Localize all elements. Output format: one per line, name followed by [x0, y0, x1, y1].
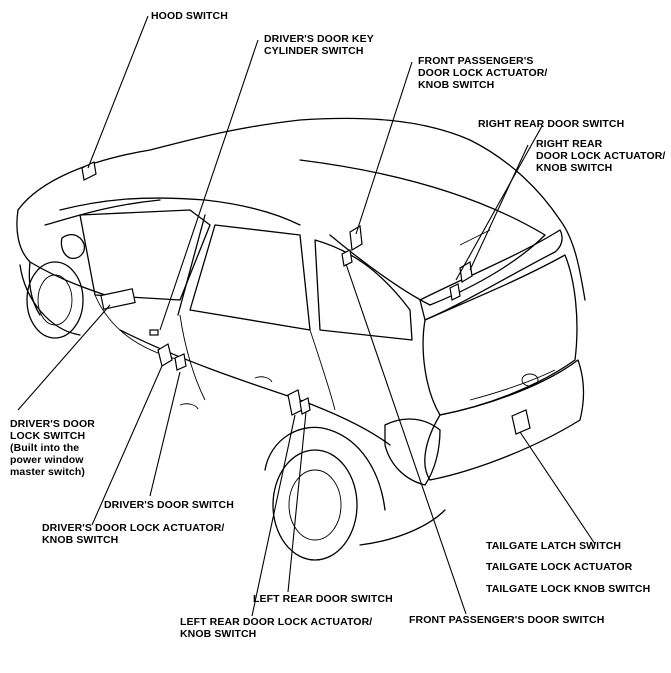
label-front-passengers-door-lock-actuator: FRONT PASSENGER'S DOOR LOCK ACTUATOR/ KN…	[418, 55, 548, 91]
leader-left-rear-switch	[287, 411, 307, 593]
label-front-passengers-door-switch: FRONT PASSENGER'S DOOR SWITCH	[409, 614, 605, 626]
leader-front-pass-actuator	[355, 61, 413, 235]
leader-driver-actuator	[91, 365, 163, 526]
label-drivers-door-switch: DRIVER'S DOOR SWITCH	[104, 499, 234, 511]
leader-lines	[17, 15, 596, 617]
label-right-rear-door-lock-actuator: RIGHT REAR DOOR LOCK ACTUATOR/ KNOB SWIT…	[536, 138, 666, 174]
component-markers	[81, 161, 531, 435]
label-right-rear-door-switch: RIGHT REAR DOOR SWITCH	[478, 118, 625, 130]
leader-driver-lock-switch	[17, 304, 111, 411]
leader-front-pass-switch	[345, 263, 467, 615]
label-drivers-door-lock-actuator: DRIVER'S DOOR LOCK ACTUATOR/ KNOB SWITCH	[42, 522, 225, 546]
label-left-rear-door-lock-actuator: LEFT REAR DOOR LOCK ACTUATOR/ KNOB SWITC…	[180, 616, 373, 640]
label-hood-switch: HOOD SWITCH	[151, 10, 228, 22]
label-tailgate-lock-knob-switch: TAILGATE LOCK KNOB SWITCH	[486, 583, 651, 595]
label-left-rear-door-switch: LEFT REAR DOOR SWITCH	[253, 593, 393, 605]
leader-left-rear-actuator	[251, 414, 296, 617]
leader-hood-switch	[87, 15, 149, 169]
car-body	[16, 117, 586, 561]
leader-rr-door-switch	[455, 125, 543, 281]
label-drivers-door-key-cylinder-switch: DRIVER'S DOOR KEY CYLINDER SWITCH	[264, 33, 374, 57]
leader-tailgate	[519, 431, 596, 545]
label-drivers-door-lock-switch: DRIVER'S DOOR LOCK SWITCH (Built into th…	[10, 418, 95, 478]
label-tailgate-latch-switch: TAILGATE LATCH SWITCH	[486, 540, 622, 552]
label-tailgate-lock-actuator: TAILGATE LOCK ACTUATOR	[486, 561, 633, 573]
leader-rr-actuator	[469, 144, 529, 271]
leader-driver-door-switch	[149, 371, 181, 497]
leader-key-cylinder	[159, 39, 259, 331]
